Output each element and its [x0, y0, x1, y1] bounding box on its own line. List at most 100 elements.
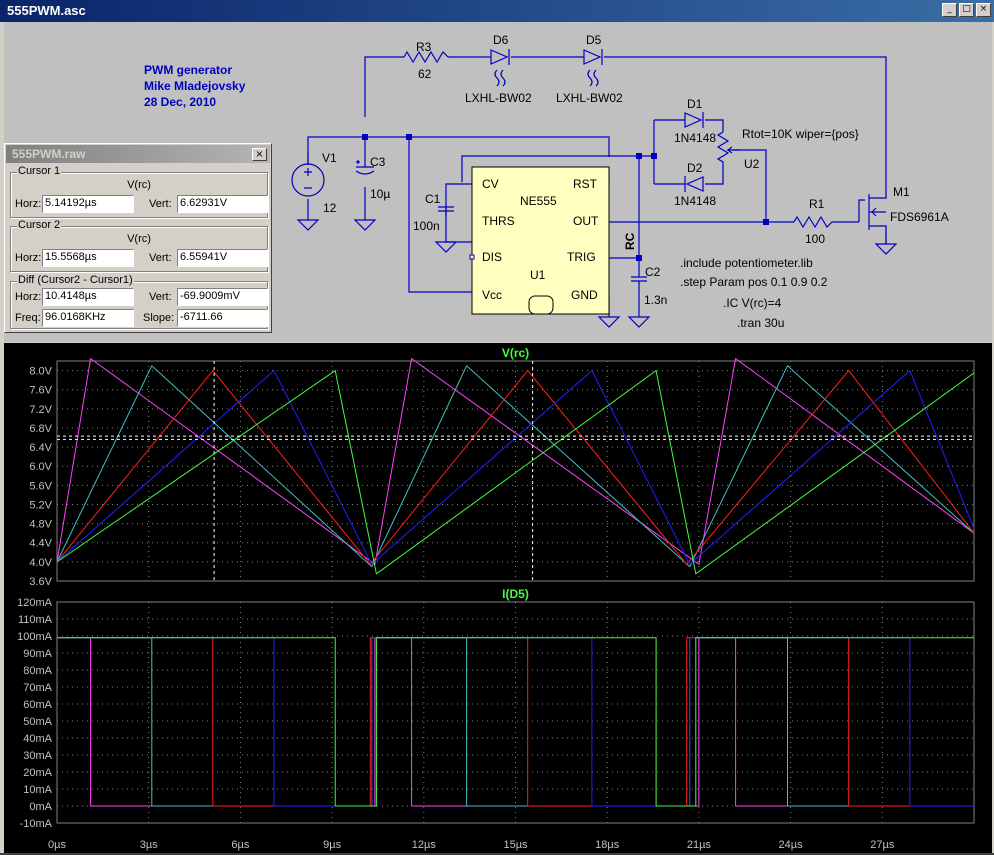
diff-slope-field[interactable]: -6711.66	[177, 309, 268, 327]
m1-name: M1	[893, 185, 910, 199]
id5-y-tick-label: 100mA	[17, 631, 53, 643]
r3-name: R3	[416, 40, 432, 54]
u1-name: U1	[530, 268, 546, 282]
id5-series-0	[57, 637, 974, 807]
vrc-series-0	[56, 357, 975, 566]
d2-value: 1N4148	[674, 194, 716, 208]
diff-horz-field[interactable]: 10.4148µs	[42, 288, 134, 306]
vrc-series-2	[56, 369, 975, 566]
vrc-trace-title: V(rc)	[502, 346, 529, 360]
r3-resistor[interactable]	[403, 50, 449, 64]
c1-value: 100n	[413, 219, 440, 233]
diff-freq-field[interactable]: 96.0168KHz	[42, 309, 134, 327]
cursor1-vert-field[interactable]: 6.62931V	[177, 195, 268, 213]
schematic-canvas[interactable]: CV THRS DIS Vcc RST OUT TRIG GND NE555 U…	[4, 22, 992, 342]
vrc-y-tick-label: 4.8V	[29, 519, 52, 531]
cursor1-legend: Cursor 1	[17, 165, 62, 177]
cursor1-horz-label: Horz:	[15, 198, 42, 210]
maximize-button[interactable]: □	[959, 3, 974, 17]
cursor2-vert-label: Vert:	[149, 252, 172, 264]
pin-rst: RST	[573, 177, 598, 191]
diff-slope-label: Slope:	[143, 312, 175, 324]
vrc-series-3	[56, 369, 975, 566]
cursor2-signal: V(rc)	[127, 233, 151, 245]
r1-value: 100	[805, 232, 825, 246]
v1-name: V1	[322, 151, 337, 165]
diff-legend: Diff (Cursor2 - Cursor1)	[17, 274, 134, 286]
diff-horz-label: Horz:	[15, 291, 42, 303]
directive-step: .step Param pos 0.1 0.9 0.2	[680, 275, 828, 289]
cursor1-group: Cursor 1 V(rc) Horz: 5.14192µs Vert: 6.6…	[10, 165, 268, 218]
net-label-rc: RC	[623, 232, 637, 250]
window-bottom-border	[0, 853, 994, 855]
id5-y-tick-label: 70mA	[23, 682, 52, 694]
id5-y-tick-label: -10mA	[20, 818, 53, 830]
id5-y-tick-label: 10mA	[23, 784, 52, 796]
x-tick-label: 6µs	[231, 839, 249, 851]
d2-name: D2	[687, 161, 703, 175]
ne555-ic[interactable]	[471, 166, 610, 315]
cursor2-horz-label: Horz:	[15, 252, 42, 264]
cursor-dialog-close-button[interactable]: ×	[252, 148, 267, 161]
diff-group: Diff (Cursor2 - Cursor1) Horz: 10.4148µs…	[10, 274, 268, 329]
x-tick-label: 12µs	[412, 839, 437, 851]
comment-line-3: 28 Dec, 2010	[144, 95, 216, 109]
cursor1-vert-label: Vert:	[149, 198, 172, 210]
m1-value: FDS6961A	[890, 210, 949, 224]
cursor1-signal: V(rc)	[127, 179, 151, 191]
vrc-y-tick-label: 6.0V	[29, 461, 52, 473]
x-tick-label: 15µs	[503, 839, 528, 851]
c1-name: C1	[425, 192, 441, 206]
cursor-dialog-title: 555PWM.raw	[12, 147, 86, 161]
directive-include: .include potentiometer.lib	[680, 256, 813, 270]
cursor1-horz-field[interactable]: 5.14192µs	[42, 195, 134, 213]
d5-value: LXHL-BW02	[556, 91, 623, 105]
comment-line-1: PWM generator	[144, 63, 232, 77]
minimize-button[interactable]: _	[942, 3, 957, 17]
d1-value: 1N4148	[674, 131, 716, 145]
window-title: 555PWM.asc	[7, 3, 86, 18]
vrc-y-tick-label: 7.6V	[29, 385, 52, 397]
vrc-y-tick-label: 5.6V	[29, 480, 52, 492]
c3-name: C3	[370, 155, 386, 169]
cursor2-horz-field[interactable]: 15.5568µs	[42, 249, 134, 267]
directive-ic: .IC V(rc)=4	[723, 296, 782, 310]
vrc-y-tick-label: 5.2V	[29, 499, 52, 511]
pin-cv: CV	[482, 177, 499, 191]
c2-name: C2	[645, 265, 661, 279]
u2-value: Rtot=10K wiper={pos}	[742, 127, 859, 141]
pin-gnd: GND	[571, 288, 598, 302]
pin-thrs: THRS	[482, 214, 515, 228]
pin-out: OUT	[573, 214, 599, 228]
id5-y-tick-label: 50mA	[23, 716, 52, 728]
vrc-y-tick-label: 7.2V	[29, 404, 52, 416]
id5-y-tick-label: 60mA	[23, 699, 52, 711]
id5-series-3	[57, 637, 974, 807]
vrc-y-tick-label: 6.4V	[29, 442, 52, 454]
pin-vcc: Vcc	[482, 288, 502, 302]
pin-trig: TRIG	[567, 250, 596, 264]
id5-y-tick-label: 40mA	[23, 733, 52, 745]
cursor-dialog-title-bar[interactable]: 555PWM.raw ×	[6, 145, 270, 163]
vrc-series-4	[56, 369, 975, 575]
id5-y-tick-label: 110mA	[18, 614, 53, 626]
diff-vert-field[interactable]: -69.9009mV	[177, 288, 268, 306]
v1-value: 12	[323, 201, 337, 215]
u1-value: NE555	[520, 194, 557, 208]
d1-name: D1	[687, 97, 703, 111]
title-bar[interactable]: 555PWM.asc _ □ ×	[0, 0, 994, 22]
cursor-dialog[interactable]: 555PWM.raw × Cursor 1 V(rc) Horz: 5.1419…	[4, 143, 272, 333]
c2-value: 1.3n	[644, 293, 667, 307]
vrc-series-1	[56, 364, 975, 568]
id5-series-1	[57, 637, 974, 807]
cursor2-vert-field[interactable]: 6.55941V	[177, 249, 268, 267]
vrc-y-tick-label: 8.0V	[29, 366, 52, 378]
x-tick-label: 3µs	[140, 839, 158, 851]
cursor2-group: Cursor 2 V(rc) Horz: 15.5568µs Vert: 6.5…	[10, 219, 268, 272]
close-button[interactable]: ×	[976, 3, 991, 17]
r1-name: R1	[809, 197, 825, 211]
waveform-canvas[interactable]: 3.6V4.0V4.4V4.8V5.2V5.6V6.0V6.4V6.8V7.2V…	[4, 343, 992, 853]
d5-name: D5	[586, 33, 602, 47]
